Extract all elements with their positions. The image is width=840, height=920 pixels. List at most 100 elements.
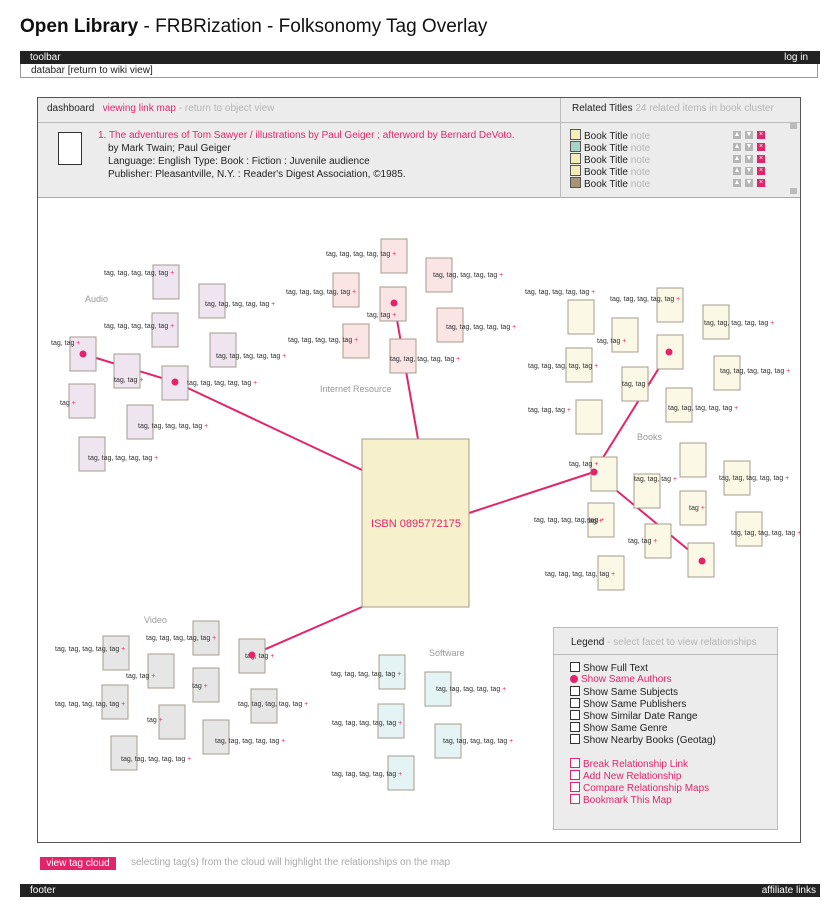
remove-icon[interactable]: ×	[757, 179, 765, 187]
relationship-link[interactable]	[174, 381, 363, 471]
item-card-video[interactable]	[250, 688, 278, 724]
item-card-video[interactable]	[110, 735, 138, 771]
item-card-audio[interactable]	[151, 312, 179, 348]
tag-label[interactable]: tag, tag, tag, tag, tag +	[205, 301, 275, 308]
checkbox-icon[interactable]	[570, 770, 580, 780]
move-down-icon[interactable]: ▼	[745, 155, 753, 163]
item-card-internet[interactable]	[379, 286, 407, 322]
move-down-icon[interactable]: ▼	[745, 179, 753, 187]
legend-facet-option[interactable]: Show Nearby Books (Geotag)	[570, 734, 716, 746]
item-card-internet[interactable]	[425, 257, 453, 293]
tag-label[interactable]: tag, tag +	[622, 381, 651, 388]
tag-label[interactable]: tag, tag, tag, tag, tag +	[121, 756, 191, 763]
tag-label[interactable]: tag, tag, tag, tag, tag +	[525, 289, 595, 296]
checkbox-icon[interactable]	[570, 758, 580, 768]
item-card-audio[interactable]	[126, 404, 154, 440]
tag-label[interactable]: tag, tag, tag, tag, tag +	[88, 455, 158, 462]
return-to-object-view-link[interactable]: - return to object view	[175, 103, 275, 114]
login-link[interactable]: log in	[784, 52, 808, 63]
tag-label[interactable]: tag, tag, tag, tag, tag +	[545, 571, 615, 578]
tag-label[interactable]: tag, tag, tag, tag, tag +	[138, 423, 208, 430]
checkbox-icon[interactable]	[570, 722, 580, 732]
legend-facet-option[interactable]: Show Same Subjects	[570, 686, 678, 698]
tag-label[interactable]: tag, tag +	[367, 312, 396, 319]
tag-label[interactable]: tag, tag, tag, tag, tag +	[719, 475, 789, 482]
scroll-down-icon[interactable]	[790, 188, 797, 194]
tag-label[interactable]: tag, tag, tag, tag, tag +	[331, 671, 401, 678]
item-card-video[interactable]	[192, 667, 220, 703]
tag-label[interactable]: tag, tag, tag, tag, tag +	[326, 251, 396, 258]
tag-label[interactable]: tag, tag, tag, tag, tag +	[332, 771, 402, 778]
tag-label[interactable]: tag, tag, tag, tag, tag +	[55, 701, 125, 708]
tag-label[interactable]: tag, tag, tag, tag, tag +	[443, 738, 513, 745]
checkbox-icon[interactable]	[570, 710, 580, 720]
checkbox-icon[interactable]	[570, 662, 580, 672]
viewing-link-map-tab[interactable]: viewing link map	[102, 103, 176, 114]
legend-facet-option[interactable]: Show Same Genre	[570, 722, 668, 734]
tag-label[interactable]: tag, tag, tag, tag, tag +	[288, 337, 358, 344]
move-up-icon[interactable]: ▲	[733, 167, 741, 175]
move-down-icon[interactable]: ▼	[745, 167, 753, 175]
tag-label[interactable]: tag, tag, tag, tag, tag +	[534, 517, 604, 524]
tag-label[interactable]: tag, tag +	[597, 338, 626, 345]
checkbox-icon[interactable]	[570, 686, 580, 696]
move-down-icon[interactable]: ▼	[745, 131, 753, 139]
relationship-link[interactable]	[251, 606, 363, 656]
tag-label[interactable]: tag, tag, tag, tag, tag +	[731, 530, 800, 537]
tag-label[interactable]: tag +	[147, 717, 163, 724]
tag-label[interactable]: tag, tag +	[569, 461, 598, 468]
checkbox-icon[interactable]	[570, 794, 580, 804]
tag-label[interactable]: tag, tag, tag, tag, tag +	[332, 720, 402, 727]
legend-facet-option[interactable]: Show Full Text	[570, 662, 648, 674]
item-card-audio[interactable]	[113, 353, 141, 389]
related-title-item[interactable]: Book Title note	[570, 129, 650, 142]
item-card-software[interactable]	[378, 654, 406, 690]
item-card-internet[interactable]	[332, 272, 360, 308]
item-card-internet[interactable]	[380, 238, 408, 274]
tag-label[interactable]: tag, tag, tag, tag, tag +	[436, 686, 506, 693]
legend-action[interactable]: Bookmark This Map	[570, 794, 672, 806]
tag-label[interactable]: tag, tag, tag +	[528, 407, 571, 414]
item-card-books[interactable]	[611, 317, 639, 353]
item-card-audio[interactable]	[68, 383, 96, 419]
item-card-video[interactable]	[192, 620, 220, 656]
item-card-books[interactable]	[587, 502, 615, 538]
item-card-software[interactable]	[434, 723, 462, 759]
related-title-item[interactable]: Book Title note	[570, 141, 650, 154]
item-card-books[interactable]	[723, 460, 751, 496]
item-card-books[interactable]	[621, 366, 649, 402]
tag-label[interactable]: tag, tag, tag, tag, tag +	[433, 272, 503, 279]
tag-label[interactable]: tag, tag, tag, tag, tag +	[215, 738, 285, 745]
item-card-books[interactable]	[633, 473, 661, 509]
checkbox-icon[interactable]	[570, 734, 580, 744]
link-endpoint-dot[interactable]	[698, 557, 706, 565]
link-endpoint-dot[interactable]	[665, 348, 673, 356]
link-endpoint-dot[interactable]	[79, 350, 87, 358]
tag-label[interactable]: tag, tag, tag, tag, tag +	[704, 320, 774, 327]
tag-label[interactable]: tag, tag +	[245, 653, 274, 660]
relationship-link[interactable]	[468, 471, 595, 514]
item-card-books[interactable]	[644, 523, 672, 559]
tag-label[interactable]: tag, tag, tag, tag, tag +	[238, 701, 308, 708]
item-card-books[interactable]	[597, 555, 625, 591]
item-card-books[interactable]	[735, 511, 763, 547]
item-card-video[interactable]	[202, 719, 230, 755]
tag-label[interactable]: tag, tag, tag, tag, tag +	[104, 270, 174, 277]
item-card-internet[interactable]	[436, 307, 464, 343]
legend-action[interactable]: Add New Relationship	[570, 770, 681, 782]
remove-icon[interactable]: ×	[757, 167, 765, 175]
item-card-audio[interactable]	[78, 436, 106, 472]
tag-label[interactable]: tag, tag, tag, tag, tag +	[528, 363, 598, 370]
item-card-books[interactable]	[702, 304, 730, 340]
move-up-icon[interactable]: ▲	[733, 131, 741, 139]
item-card-software[interactable]	[424, 671, 452, 707]
item-card-books[interactable]	[656, 287, 684, 323]
tag-label[interactable]: tag, tag, tag, tag, tag +	[390, 356, 460, 363]
link-endpoint-dot[interactable]	[390, 299, 398, 307]
tag-label[interactable]: tag, tag +	[628, 538, 657, 545]
remove-icon[interactable]: ×	[757, 155, 765, 163]
databar[interactable]: databar [return to wiki view]	[20, 64, 818, 78]
item-card-books[interactable]	[565, 347, 593, 383]
item-card-software[interactable]	[387, 755, 415, 791]
tag-label[interactable]: tag, tag, tag, tag, tag +	[610, 296, 680, 303]
